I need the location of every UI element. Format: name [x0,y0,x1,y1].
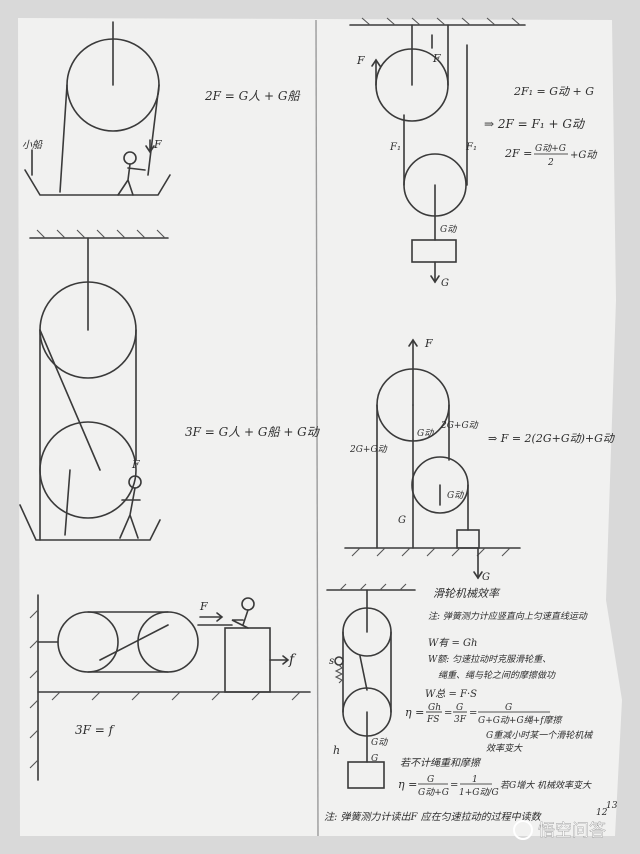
sys1-eq2: ⇒ 2F = F₁ + G动 [484,117,586,131]
eff-eta-f2-den: 3F [454,715,467,725]
diagram-pulley-system-2 [344,338,521,580]
sys1-eq3-lhs: 2F = [504,147,532,160]
eff-eta2-prefix: η = [398,778,417,791]
boat-label: 小船 [22,139,43,151]
eff-eta2-f2-num: 1 [472,775,478,785]
paper-sheet [18,18,622,836]
eff-eta-note2: 效率变大 [486,743,523,754]
eff-eta-f1-den: FS [426,715,439,725]
eff-eta-f3-num: G [505,703,512,713]
eff-eta2-f1-num: G [427,775,434,785]
sys1-eq3-tail: +G动 [570,149,597,161]
eff-w-useful: W有 = Gh [428,637,477,649]
page-number-right: 13 [606,801,618,811]
sys1-f1-right: F₁ [465,142,477,153]
two-pulley-equation: 3F = G人 + G船 + G动 [185,425,321,439]
svg-text:=: = [469,708,477,719]
horizontal-force-label: F [199,600,208,613]
diagram-efficiency-pulleys [326,583,416,789]
sys1-f1-left: F₁ [389,142,401,153]
eff-eta-f2-num: G [456,703,463,713]
sys1-force-left: F [356,54,365,67]
two-pulley-force-label: F [131,458,140,471]
eff-w-extra: W额: 匀速拉动时克服滑轮重、 [428,654,551,665]
watermark-text: 悟空问答 [538,821,606,841]
eff-h-label: h [333,744,340,757]
sys2-rope-g: G [398,515,406,526]
eff-eta-f3-den: G+G动+G绳+f摩擦 [478,715,564,726]
diagram-two-pulleys [19,229,169,541]
sys1-eq1: 2F₁ = G动 + G [513,85,594,98]
eff-w-total: W总 = F·S [425,688,477,700]
eff-ignore-title: 若不计绳重和摩擦 [400,757,482,769]
boat-force-label: F [153,138,162,151]
sys1-g-moving: G动 [440,224,457,235]
sys2-lower-g-moving: G动 [447,490,464,501]
eff-eta-f1-num: Gh [428,703,441,713]
sys2-inner-g-moving: G动 [417,428,434,439]
boat-equation: 2F = G人 + G船 [204,89,301,103]
svg-text:=: = [444,708,452,719]
eff-g-moving: G动 [371,737,388,748]
sys1-g-load: G [441,278,449,289]
page-number-left: 12 [596,808,608,818]
horizontal-equation: 3F = f [75,723,116,737]
sys1-eq3-num: G动+G [535,143,566,154]
eff-title: 滑轮机械效率 [433,587,501,600]
friction-label: f [288,652,297,668]
eff-g-load: G [371,754,378,764]
diagram-horizontal-pulleys [29,594,311,781]
eff-s-label: s [329,656,334,667]
sys1-force-right: F [432,52,441,65]
watermark-logo-icon [513,820,533,840]
diagram-boat-pulley [24,21,171,196]
sys2-result: ⇒ F = 2(2G+G动)+G动 [488,432,616,445]
sys2-right-tension: 2G+G动 [440,420,479,431]
eff-eta2-f2-den: 1+G动/G [459,787,499,798]
sys2-left-tension: 2G+G动 [349,444,388,455]
sys2-load-g: G [482,572,490,583]
eff-w-extra2: 绳重、绳与轮之间的摩擦做功 [438,670,556,681]
page-fold [315,19,319,837]
eff-note1: 注: 弹簧测力计应竖直向上匀速直线运动 [428,611,588,622]
eff-eta-note: G重减小时某一个滑轮机械 [486,730,594,741]
sys2-force-label: F [424,337,433,350]
diagram-pulley-system-1 [349,17,526,284]
eff-eta2-note: 若G增大 机械效率变大 [500,780,592,791]
eff-eta2-f1-den: G动+G [418,787,449,798]
watermark: 悟空问答 [513,820,606,841]
svg-text:=: = [450,780,458,791]
eff-eta-prefix: η = [405,706,424,719]
sys1-eq3-den: 2 [547,158,554,168]
eff-note2: 注: 弹簧测力计读出F 应在匀速拉动的过程中读数 [324,811,543,823]
